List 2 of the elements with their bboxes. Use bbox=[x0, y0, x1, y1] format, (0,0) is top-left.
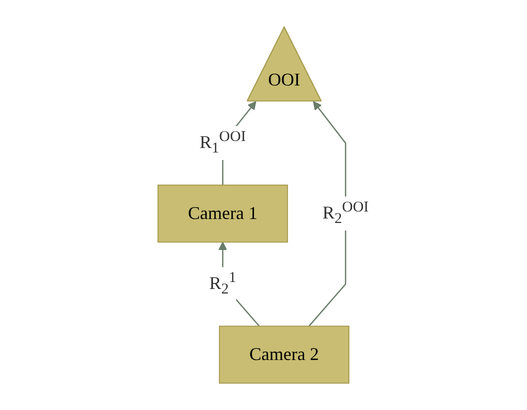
node-box: Camera 1 bbox=[158, 184, 288, 242]
node-box: Camera 2 bbox=[219, 326, 350, 384]
